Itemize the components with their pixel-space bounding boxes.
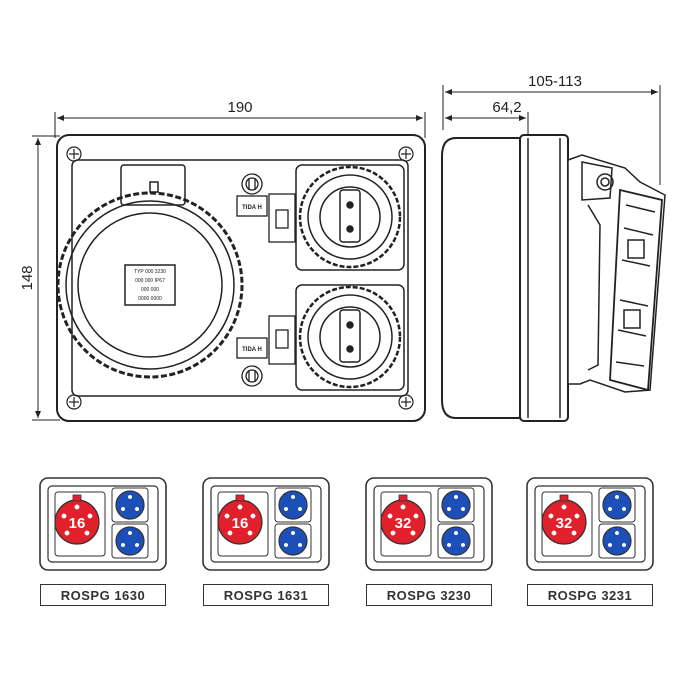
variant-thumbnail: 16 [39,477,167,571]
svg-text:000 000 IP67: 000 000 IP67 [135,278,165,284]
variant-label-1: ROSPG 1630 [40,584,166,606]
width-label: 190 [227,99,252,116]
front-view: TYP 000 3230 000 000 IP67 000 000 0000 0… [56,134,426,422]
screw-icon [66,146,414,410]
rating-label: 32 [395,515,412,532]
svg-text:0000 0000: 0000 0000 [138,296,162,302]
cee-socket-large [56,164,244,379]
side-view [441,134,666,422]
breaker-label-bottom: TIDA H [242,347,262,353]
dimension-depth-total: 105-113 [442,73,661,185]
schuko-socket-top [295,164,405,271]
breaker-label-top: TIDA H [242,205,262,211]
breaker-top [236,193,296,243]
dimension-depth-body: 64,2 [445,99,529,135]
svg-text:TYP 000 3230: TYP 000 3230 [134,269,166,275]
rating-label: 16 [69,515,86,532]
knob-icon [241,173,263,387]
variant-label-3: ROSPG 3230 [366,584,492,606]
rating-label: 32 [556,515,573,532]
height-label: 148 [19,265,36,290]
svg-text:000 000: 000 000 [141,287,159,293]
schuko-socket-bottom [295,284,405,391]
dimension-height: 148 [19,135,60,421]
variant-thumbnail: 32 [526,477,654,571]
variant-label-2: ROSPG 1631 [203,584,329,606]
variant-thumbnail: 32 [365,477,493,571]
variant-thumbnail: 16 [202,477,330,571]
dimension-width: 190 [54,99,426,138]
breaker-bottom [236,315,296,365]
rating-plate: TYP 000 3230 000 000 IP67 000 000 0000 0… [134,269,166,302]
depth-body-label: 64,2 [492,99,521,116]
depth-total-label: 105-113 [528,73,582,90]
variant-label-4: ROSPG 3231 [527,584,653,606]
rating-label: 16 [232,515,249,532]
